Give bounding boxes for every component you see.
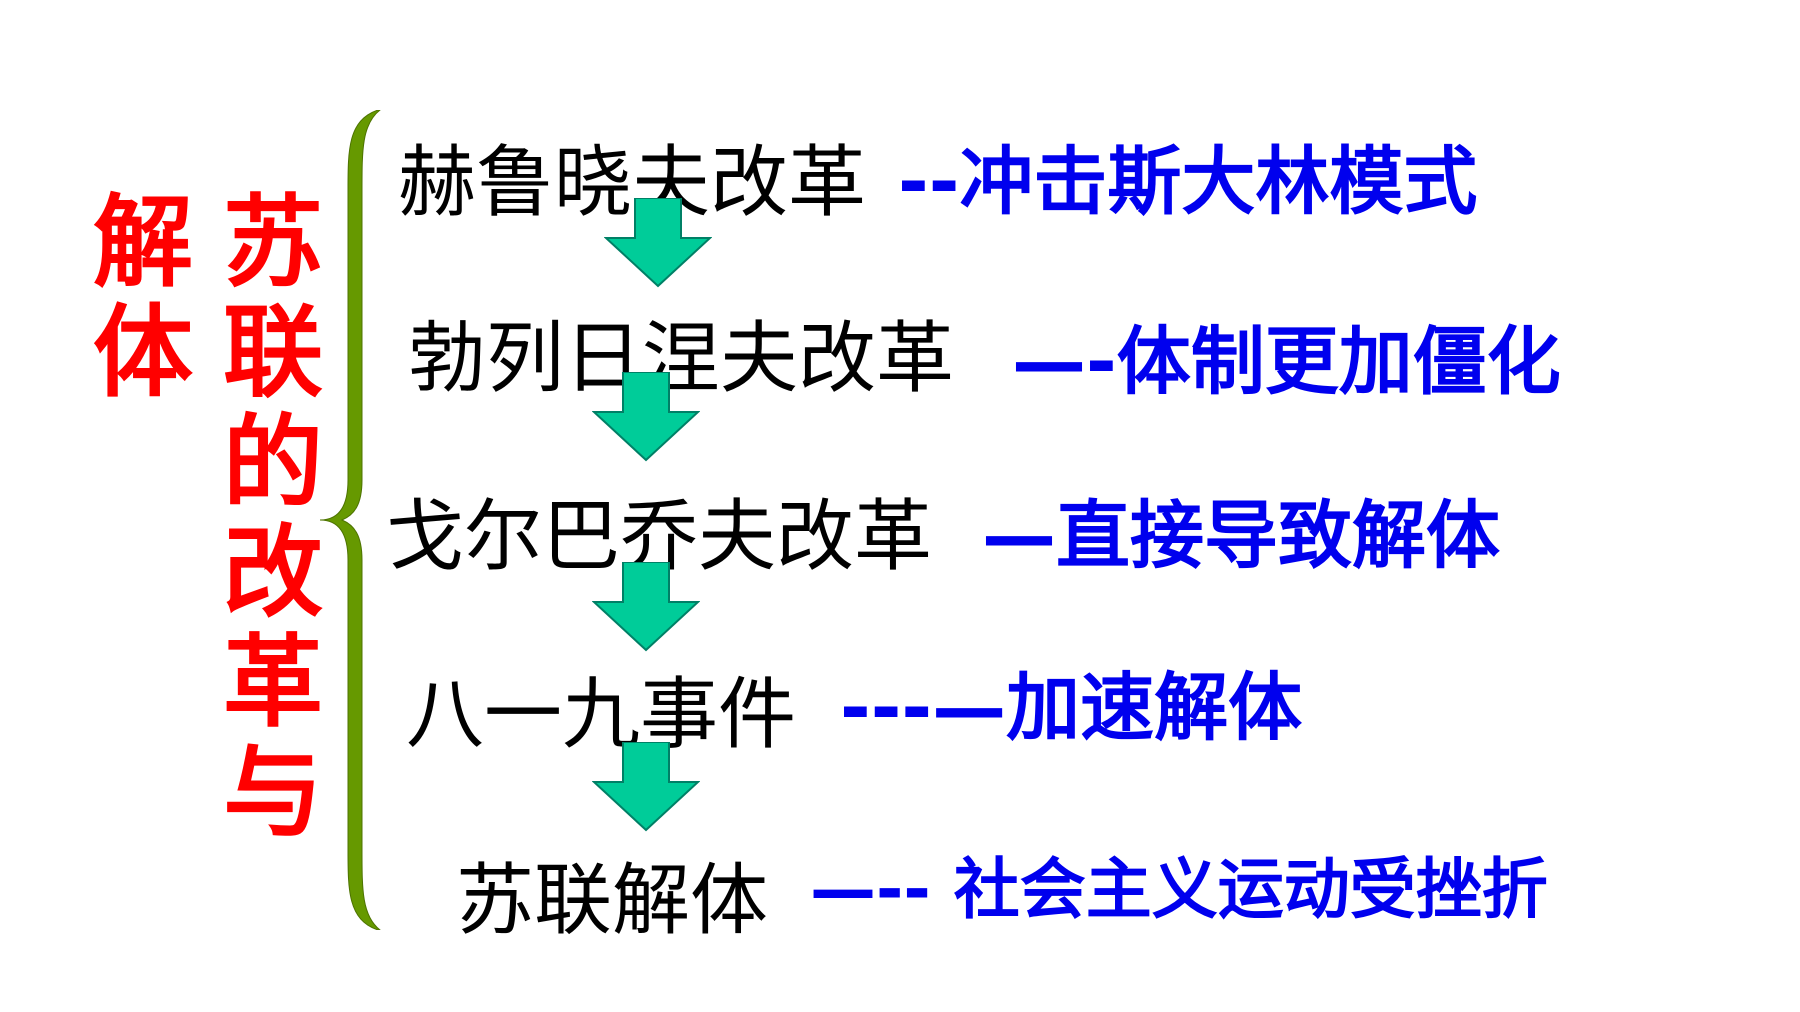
step-note-dissolution: —-- 社会主义运动受挫折 xyxy=(810,851,1548,928)
arrow-down-icon xyxy=(592,562,700,652)
arrow-down-icon xyxy=(604,198,712,288)
title-column-right: 苏联的改革与 xyxy=(223,184,323,851)
arrow-down-icon xyxy=(592,742,700,832)
title-column-left: 解体 xyxy=(93,184,193,411)
step-note-august-coup: ---—加速解体 xyxy=(840,665,1303,751)
step-label-august-coup: 八一九事件 xyxy=(406,670,797,760)
green-brace xyxy=(319,110,381,930)
step-label-brezhnev: 勃列日涅夫改革 xyxy=(408,314,955,404)
step-note-brezhnev: —-体制更加僵化 xyxy=(1012,319,1561,405)
step-label-khrushchev: 赫鲁晓夫改革 xyxy=(398,138,867,228)
step-note-gorbachev: —直接导致解体 xyxy=(982,493,1500,579)
step-label-dissolution: 苏联解体 xyxy=(456,856,769,946)
arrow-down-icon xyxy=(592,372,700,462)
step-note-khrushchev: --冲击斯大林模式 xyxy=(898,139,1478,225)
